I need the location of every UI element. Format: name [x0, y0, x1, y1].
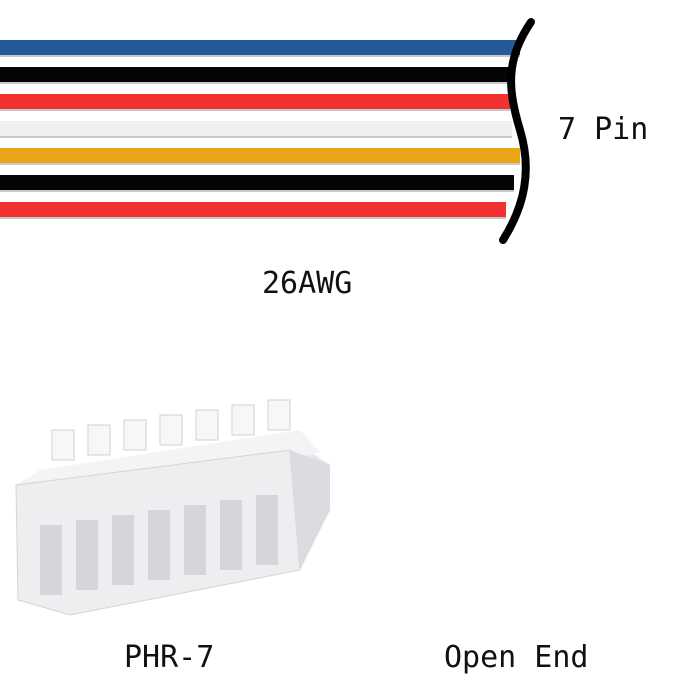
wire-shadow	[0, 189, 514, 192]
connector-slot	[220, 500, 242, 570]
wire-bundle	[0, 18, 535, 244]
connector-slot	[256, 495, 278, 565]
wire-shadow	[0, 108, 510, 111]
connector-latch	[195, 409, 219, 441]
phr-7-connector-image	[15, 399, 330, 616]
connector-latch	[51, 429, 75, 461]
wire-1	[0, 40, 520, 55]
wire-4	[0, 121, 512, 136]
connector-latch	[87, 424, 111, 456]
wire-shadow	[0, 81, 512, 84]
wire-5	[0, 148, 520, 163]
connector-slot	[40, 525, 62, 595]
connector-slot	[184, 505, 206, 575]
gauge-label: 26AWG	[262, 266, 353, 301]
connector-latch	[159, 414, 183, 446]
wire-shadow	[0, 135, 512, 138]
connector-slot	[76, 520, 98, 590]
wire-3	[0, 94, 510, 109]
pin-count-label: 7 Pin	[558, 112, 649, 147]
connector-latch	[231, 404, 255, 436]
wire-shadow	[0, 162, 520, 165]
connector-slot	[112, 515, 134, 585]
wire-2	[0, 67, 512, 82]
brace	[499, 18, 535, 244]
wire-6	[0, 175, 514, 190]
wire-shadow	[0, 54, 520, 57]
wire-7	[0, 202, 506, 217]
connector-latch	[267, 399, 291, 431]
wire-shadow	[0, 216, 506, 219]
connector-label: PHR-7	[124, 640, 215, 675]
connector-slot	[148, 510, 170, 580]
open-end-label: Open End	[444, 640, 589, 675]
connector-latch	[123, 419, 147, 451]
